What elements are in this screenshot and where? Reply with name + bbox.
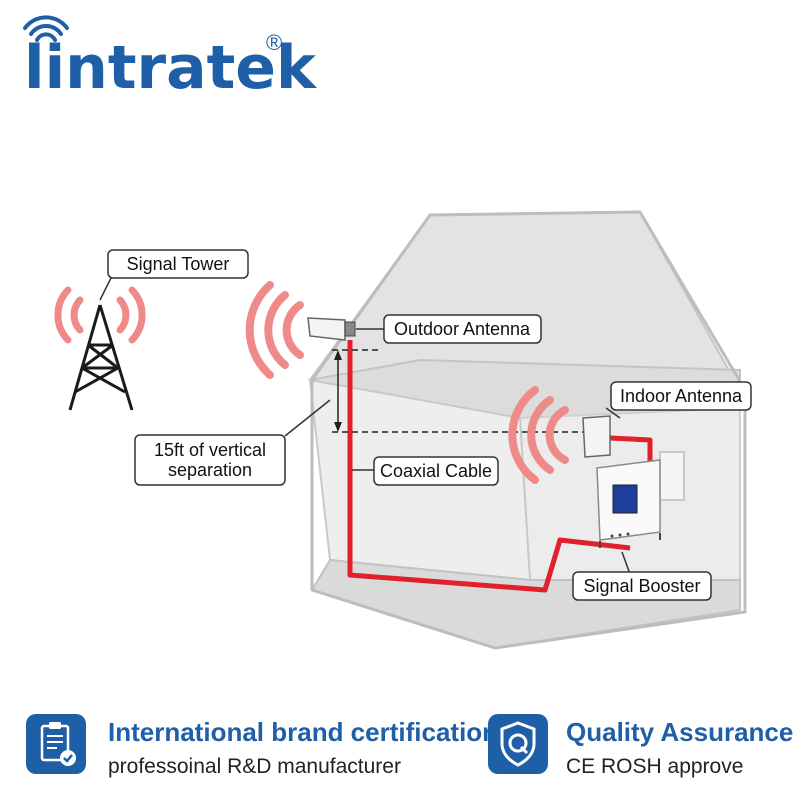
callout-signal-booster: Signal Booster: [572, 551, 712, 601]
house-outline: [310, 210, 747, 650]
feature-subtitle-quality: CE ROSH approve: [566, 755, 744, 778]
lintratek-logo: lintratek ®: [23, 15, 318, 103]
label-separation-line1: 15ft of vertical: [154, 440, 266, 460]
feature-title-quality: Quality Assurance: [566, 717, 794, 747]
signal-tower-icon: [54, 286, 146, 411]
booster-to-indoor-cable: [609, 435, 653, 470]
callout-coaxial-cable: Coaxial Cable: [352, 456, 499, 486]
coaxial-cable-path: [347, 340, 631, 593]
label-signal-tower: Signal Tower: [127, 254, 230, 274]
label-coaxial-cable: Coaxial Cable: [380, 461, 492, 481]
wall-outlet: [659, 451, 685, 501]
signal-booster-icon: [596, 459, 661, 548]
outdoor-signal-waves: [245, 281, 304, 379]
logo-wordmark: lintratek: [24, 33, 318, 103]
indoor-signal-waves: [508, 386, 569, 484]
outdoor-antenna-icon: [245, 281, 356, 379]
indoor-antenna-icon: [508, 386, 611, 484]
registered-mark: ®: [266, 30, 282, 55]
clipboard-check-icon: [26, 714, 86, 774]
callout-outdoor-antenna: Outdoor Antenna: [356, 314, 542, 344]
callout-vertical-separation: 15ft of vertical separation: [134, 399, 331, 486]
vertical-separation-marker: [332, 349, 610, 433]
callout-indoor-antenna: Indoor Antenna: [605, 381, 752, 419]
logo-wifi-icon: [23, 15, 69, 42]
label-indoor-antenna: Indoor Antenna: [620, 386, 743, 406]
feature-footer: International brand certification profes…: [0, 700, 800, 800]
label-separation-line2: separation: [168, 460, 252, 480]
callout-signal-tower: Signal Tower: [99, 249, 249, 301]
feature-title-certification: International brand certification: [108, 717, 499, 747]
booster-lcd-screen: [612, 484, 638, 514]
tower-signal-waves: [54, 286, 146, 344]
label-outdoor-antenna: Outdoor Antenna: [394, 319, 531, 339]
label-signal-booster: Signal Booster: [583, 576, 700, 596]
shield-q-icon: [488, 714, 548, 774]
feature-subtitle-certification: professoinal R&D manufacturer: [108, 755, 401, 778]
